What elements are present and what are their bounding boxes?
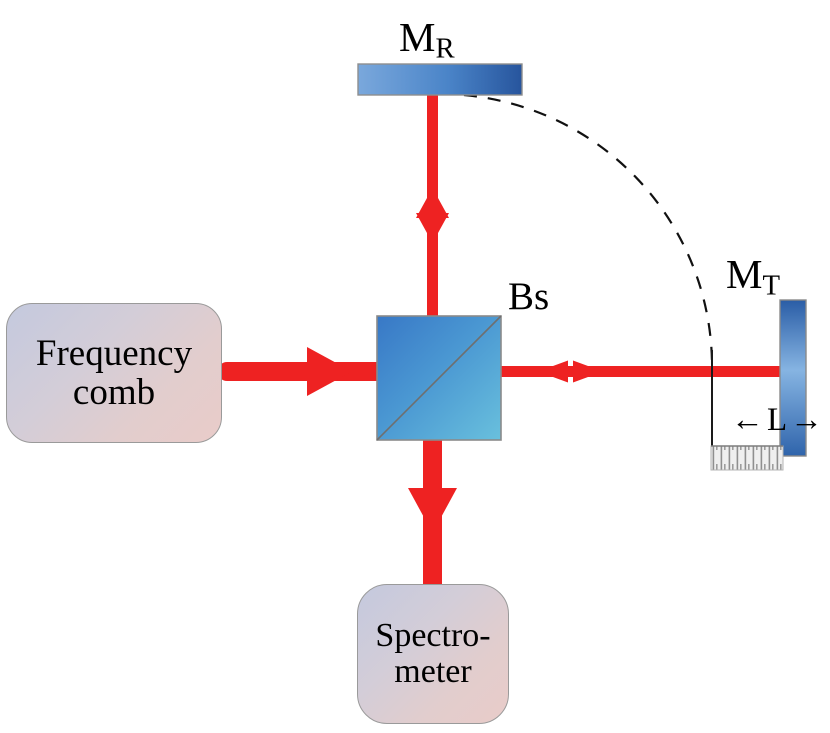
frequency-comb-label-line1: Frequency — [35, 332, 193, 374]
spectrometer-label-line2: meter — [394, 653, 472, 690]
target-mirror-label: MT — [726, 250, 780, 302]
arrow-left-icon: ← — [731, 402, 764, 438]
target-mirror-label-subscript: T — [762, 269, 781, 302]
distance-label-text: L — [767, 402, 788, 438]
reference-mirror-label-base: M — [399, 14, 436, 60]
arrow-right-icon: → — [790, 402, 824, 438]
reference-mirror — [357, 63, 523, 96]
reference-mirror-label: MR — [399, 13, 455, 65]
target-mirror — [779, 299, 807, 457]
distance-dimension-L — [710, 350, 784, 471]
distance-label-group: ←L→ — [731, 402, 823, 439]
beam-splitter-label: Bs — [508, 275, 550, 318]
target-arm-beam — [430, 360, 785, 383]
spectrometer-box[interactable]: Spectro- meter — [357, 584, 509, 724]
fixed-reference-hatching — [710, 445, 784, 471]
beam-splitter — [376, 315, 502, 441]
target-mirror-label-base: M — [726, 251, 763, 297]
spectrometer-label-line1: Spectro- — [375, 616, 491, 654]
frequency-comb-label-line2: comb — [72, 372, 156, 413]
reference-arm-beam — [416, 92, 449, 375]
equal-path-arc — [439, 92, 714, 367]
frequency-comb-box[interactable]: Frequency comb — [6, 303, 222, 443]
reference-mirror-label-subscript: R — [435, 32, 455, 65]
